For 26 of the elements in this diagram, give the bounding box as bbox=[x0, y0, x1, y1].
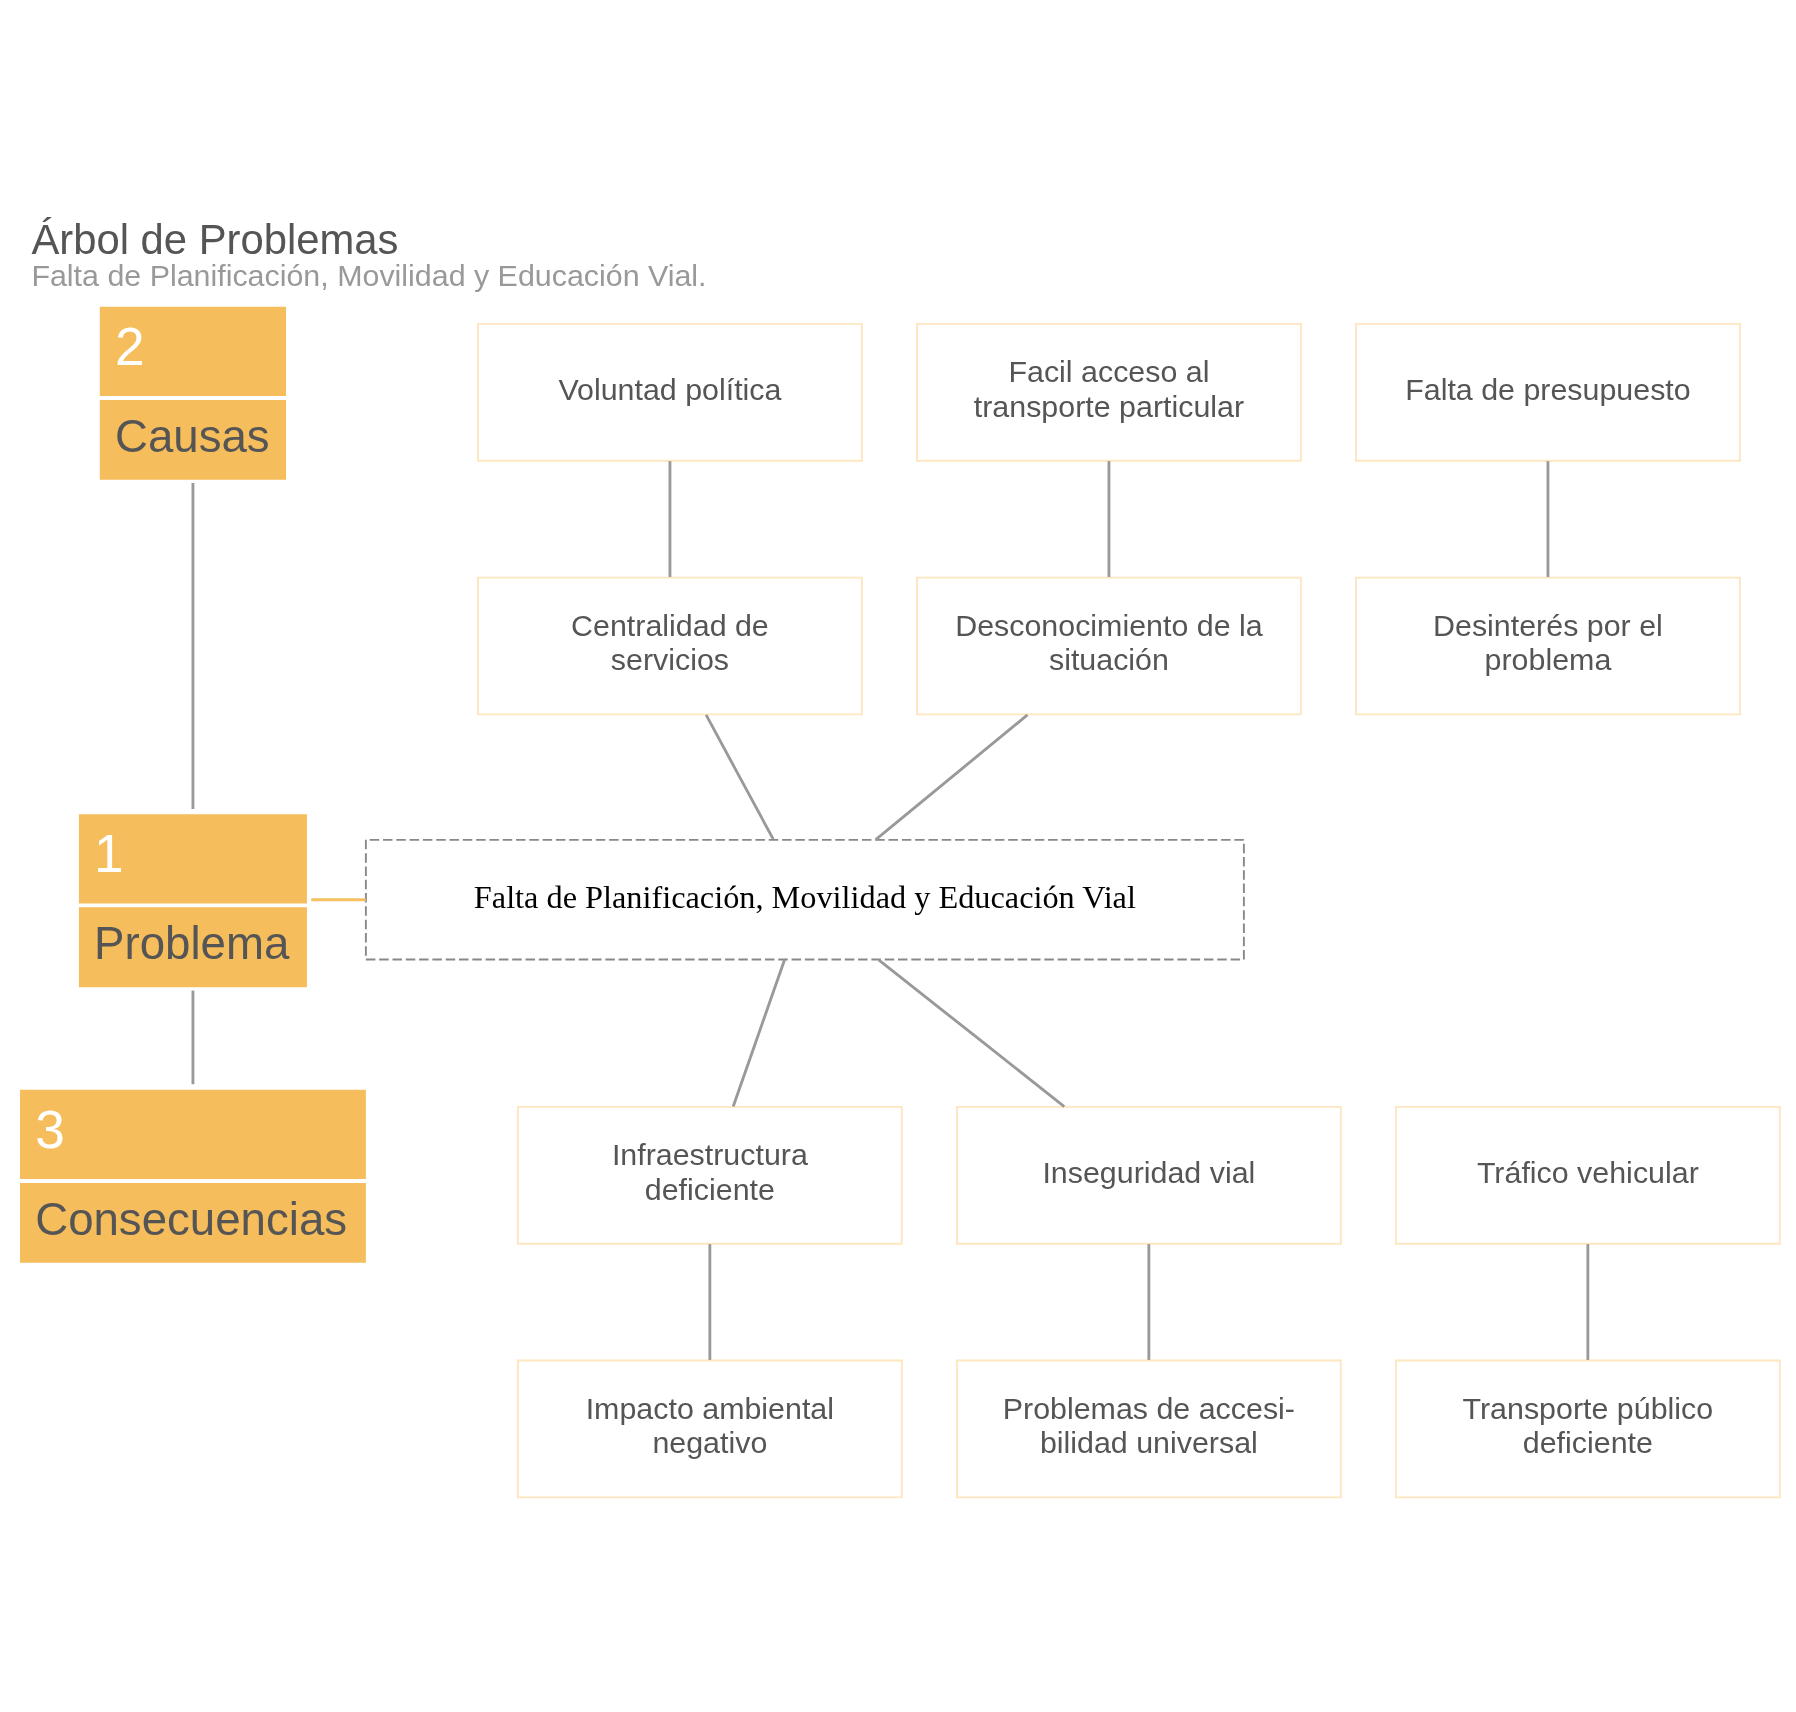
node-box: Transporte público deficiente bbox=[1394, 1359, 1781, 1499]
node-box: Falta de Planificación, Movilidad y Educación Vial bbox=[364, 838, 1245, 961]
connector bbox=[191, 483, 195, 809]
connector bbox=[704, 714, 775, 840]
connector bbox=[668, 461, 672, 577]
node-box: Problemas de accesi- bilidad universal bbox=[955, 1359, 1342, 1499]
node-box: Voluntad política bbox=[477, 322, 863, 462]
node-box: Desinterés por el problema bbox=[1355, 576, 1741, 716]
connector bbox=[1107, 461, 1111, 577]
connector bbox=[874, 713, 1029, 841]
connector bbox=[731, 959, 786, 1108]
connector bbox=[1586, 1244, 1590, 1360]
connector bbox=[311, 898, 366, 902]
node-box: Falta de presupuesto bbox=[1355, 322, 1741, 462]
connector bbox=[1546, 461, 1550, 577]
node-box: Inseguridad vial bbox=[955, 1105, 1342, 1245]
connector bbox=[191, 990, 195, 1085]
connector bbox=[877, 958, 1066, 1108]
node-box: Desconocimiento de la situación bbox=[916, 576, 1302, 716]
connector bbox=[1147, 1244, 1151, 1360]
node-box: Impacto ambiental negativo bbox=[516, 1359, 903, 1499]
node-box: Tráfico vehicular bbox=[1394, 1105, 1781, 1245]
node-box: Facil acceso al transporte particular bbox=[916, 322, 1302, 462]
node-box: Infraestructura deficiente bbox=[516, 1105, 903, 1245]
node-box: Centralidad de servicios bbox=[477, 576, 863, 716]
connector bbox=[708, 1244, 712, 1360]
